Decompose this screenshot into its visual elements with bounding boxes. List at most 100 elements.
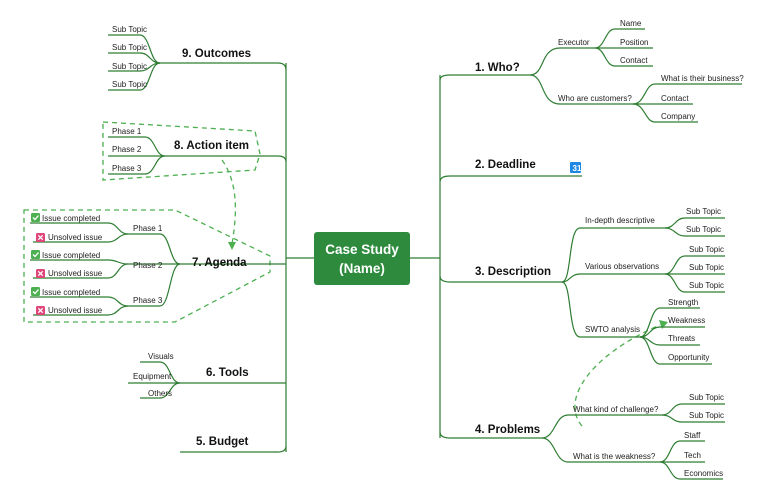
agenda-item-completed[interactable]: Issue completed <box>42 288 100 297</box>
connector <box>439 175 582 183</box>
branch-deadline-title[interactable]: 2. Deadline <box>475 159 536 171</box>
central-topic[interactable]: Case Study (Name) <box>314 232 410 285</box>
connector <box>529 47 595 76</box>
connector <box>439 74 530 81</box>
sub-topic[interactable]: Sub Topic <box>689 281 724 290</box>
swot-opportunity[interactable]: Opportunity <box>668 353 709 362</box>
executor-label[interactable]: Executor <box>558 38 590 47</box>
executor-contact[interactable]: Contact <box>620 56 648 65</box>
connector <box>33 233 129 243</box>
swot-threats[interactable]: Threats <box>668 334 695 343</box>
agenda-item-unsolved[interactable]: Unsolved issue <box>48 269 103 278</box>
sub-topic[interactable]: Sub Topic <box>112 25 147 34</box>
connector <box>128 233 181 265</box>
description-group-label[interactable]: In-depth descriptive <box>585 216 655 225</box>
sub-topic[interactable]: Sub Topic <box>689 411 724 420</box>
sub-topic[interactable]: Sub Topic <box>689 263 724 272</box>
agenda-phase[interactable]: Phase 2 <box>133 261 163 270</box>
arrow-head <box>659 320 668 329</box>
sub-topic[interactable]: Sub Topic <box>112 62 147 71</box>
connector <box>529 74 633 105</box>
branch-problems-title[interactable]: 4. Problems <box>475 424 540 436</box>
tool-item[interactable]: Visuals <box>148 352 174 361</box>
sub-topic[interactable]: Sub Topic <box>112 80 147 89</box>
agenda-item-unsolved[interactable]: Unsolved issue <box>48 233 103 242</box>
weakness-staff[interactable]: Staff <box>684 431 701 440</box>
action-item-boundary <box>102 121 261 181</box>
action-phase[interactable]: Phase 2 <box>112 145 142 154</box>
branch-agenda-title[interactable]: 7. Agenda <box>192 257 247 269</box>
sub-topic[interactable]: Sub Topic <box>112 43 147 52</box>
connector <box>661 403 725 416</box>
branch-tools-title[interactable]: 6. Tools <box>206 367 249 379</box>
central-topic-box <box>314 232 410 285</box>
connector <box>128 263 181 307</box>
connector <box>639 307 700 338</box>
svg-text:31: 31 <box>573 164 582 173</box>
connector <box>30 222 129 235</box>
connector <box>160 62 287 71</box>
problems-group-label[interactable]: What kind of challenge? <box>573 405 659 414</box>
check-icon <box>31 287 40 296</box>
agenda-item-completed[interactable]: Issue completed <box>42 251 100 260</box>
connector <box>561 273 665 283</box>
branch-description-title[interactable]: 3. Description <box>475 266 551 278</box>
branch-budget-title[interactable]: 5. Budget <box>196 436 249 448</box>
agenda-item-unsolved[interactable]: Unsolved issue <box>48 306 103 315</box>
connector <box>632 103 698 123</box>
swot-strength[interactable]: Strength <box>668 298 698 307</box>
cross-icon <box>36 269 45 278</box>
central-topic-line1: Case Study <box>325 242 399 257</box>
connector <box>541 414 662 439</box>
relationship-arrow-weakness <box>574 324 661 427</box>
branch-outcomes-title[interactable]: 9. Outcomes <box>182 48 251 60</box>
connector <box>561 281 640 338</box>
connector <box>664 255 725 275</box>
relationship-arrow-action-to-agenda <box>221 159 237 245</box>
connector <box>30 259 129 265</box>
connector <box>594 47 653 67</box>
agenda-phase[interactable]: Phase 3 <box>133 296 163 305</box>
connector <box>632 83 742 105</box>
action-phase[interactable]: Phase 3 <box>112 164 142 173</box>
executor-name[interactable]: Name <box>620 19 642 28</box>
description-group-label[interactable]: SWTO analysis <box>585 325 640 334</box>
weakness-economics[interactable]: Economics <box>684 469 723 478</box>
description-group-label[interactable]: Various observations <box>585 262 659 271</box>
sub-topic[interactable]: Sub Topic <box>689 393 724 402</box>
connector <box>439 275 562 283</box>
agenda-boundary <box>23 209 271 323</box>
connector <box>33 263 129 279</box>
central-topic-line2: (Name) <box>339 261 385 276</box>
agenda-phase[interactable]: Phase 1 <box>133 224 163 233</box>
weakness-tech[interactable]: Tech <box>684 451 701 460</box>
sub-topic[interactable]: Sub Topic <box>686 225 721 234</box>
sub-topic[interactable]: Sub Topic <box>686 207 721 216</box>
customers-business[interactable]: What is their business? <box>661 74 744 83</box>
check-icon <box>31 250 40 259</box>
executor-position[interactable]: Position <box>620 38 648 47</box>
connector <box>439 431 542 439</box>
connector <box>165 155 287 163</box>
problems-group-label[interactable]: What is the weakness? <box>573 452 656 461</box>
connector <box>639 336 712 365</box>
connector <box>108 136 166 157</box>
connector <box>108 52 161 64</box>
tool-item[interactable]: Equipment <box>133 372 172 381</box>
agenda-item-completed[interactable]: Issue completed <box>42 214 100 223</box>
connector <box>140 382 181 399</box>
sub-topic[interactable]: Sub Topic <box>689 245 724 254</box>
connector <box>664 217 725 229</box>
customers-contact[interactable]: Contact <box>661 94 689 103</box>
customers-company[interactable]: Company <box>661 112 695 121</box>
swot-weakness[interactable]: Weakness <box>668 316 705 325</box>
branch-action-title[interactable]: 8. Action item <box>174 140 249 152</box>
arrow-head <box>228 242 236 250</box>
action-phase[interactable]: Phase 1 <box>112 127 142 136</box>
branch-who-title[interactable]: 1. Who? <box>475 62 520 74</box>
cross-icon <box>36 306 45 315</box>
tool-item[interactable]: Others <box>148 389 172 398</box>
customers-label[interactable]: Who are customers? <box>558 94 632 103</box>
calendar-icon: 31 <box>570 162 582 173</box>
cross-icon <box>36 233 45 242</box>
